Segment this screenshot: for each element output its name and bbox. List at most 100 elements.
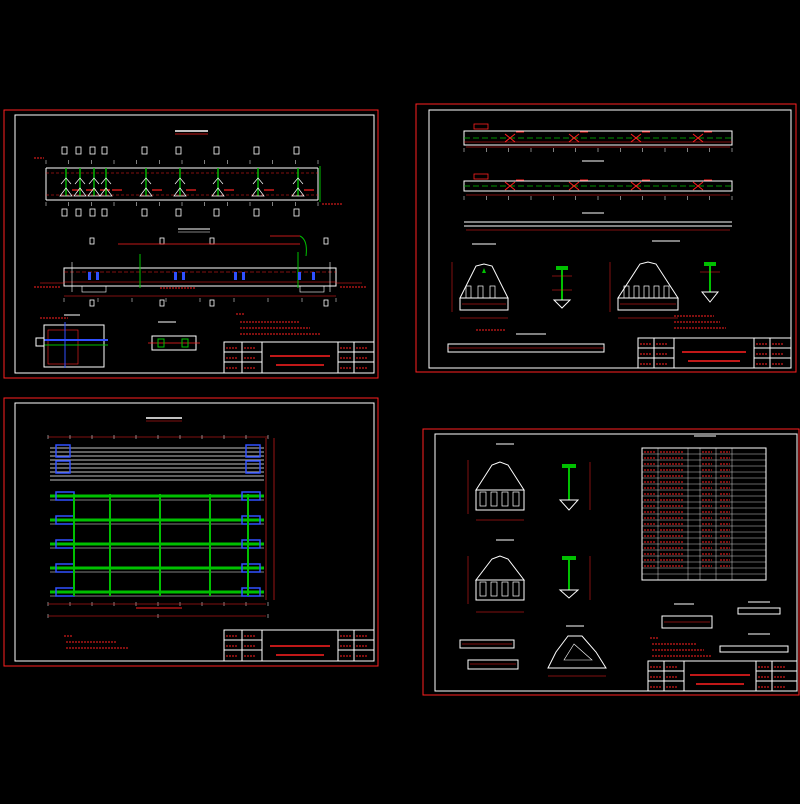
section-tag — [101, 146, 108, 155]
bolt-mark — [96, 272, 99, 280]
hook-head — [252, 177, 264, 185]
strand-cross — [568, 133, 580, 143]
section-tag — [141, 146, 148, 155]
rebar-group — [633, 285, 640, 299]
hook-head — [60, 177, 72, 185]
section-tag — [323, 299, 329, 307]
section-tag — [89, 299, 95, 307]
prestress-layout-3 — [464, 212, 732, 231]
callout-box — [473, 123, 489, 130]
section-tag — [61, 208, 68, 217]
rebar-group — [643, 285, 650, 299]
sheet-3 — [3, 397, 379, 667]
section-tag — [293, 208, 300, 217]
section-tag — [75, 146, 82, 155]
rebar-group — [512, 581, 520, 597]
bearing-plate-detail — [661, 601, 789, 653]
section-tag — [89, 237, 95, 245]
hook-base — [73, 187, 87, 197]
web-section-b — [700, 262, 720, 303]
rebar-group — [479, 491, 487, 507]
prestress-layout-1 — [463, 130, 733, 148]
deck-rebar-plan — [47, 435, 275, 618]
anchorage-strip — [447, 333, 605, 353]
rebar-group — [501, 491, 509, 507]
strand-cross — [504, 133, 516, 143]
section-tag — [75, 208, 82, 217]
notes-block-1 — [40, 313, 320, 335]
strand-cross — [630, 181, 642, 191]
bolt-mark — [182, 272, 185, 280]
hook-base — [59, 187, 73, 197]
section-tag — [89, 146, 96, 155]
anchor-plate-detail — [459, 639, 519, 670]
strand-cross — [630, 133, 642, 143]
section-detail-2 — [467, 539, 526, 613]
bolt-cluster — [241, 539, 261, 549]
hook-base — [211, 187, 225, 197]
section-tag — [101, 208, 108, 217]
section-tag — [89, 208, 96, 217]
section-tag — [61, 146, 68, 155]
material-quantity-table — [641, 435, 767, 581]
sheet-2 — [415, 103, 797, 373]
web-detail-2 — [558, 556, 591, 600]
bolt-mark — [298, 272, 301, 280]
end-section-detail — [547, 625, 607, 677]
cross-section-a — [451, 243, 509, 319]
section-tag — [175, 208, 182, 217]
rebar-group — [465, 285, 472, 299]
hook-base — [139, 187, 153, 197]
sheet-1-inner-frame — [14, 114, 375, 374]
hook-head — [100, 177, 112, 185]
bolt-mark — [174, 272, 177, 280]
rebar-group — [489, 285, 496, 299]
section-detail-1 — [467, 443, 525, 521]
rebar-group — [490, 491, 498, 507]
sheet-3-inner-frame — [14, 402, 375, 662]
sheet-4-inner-frame — [434, 433, 798, 692]
girder-elevation — [34, 228, 366, 302]
hook-base — [87, 187, 101, 197]
rebar-group — [512, 491, 520, 507]
notes-block-2 — [476, 315, 726, 331]
prestress-layout-2 — [463, 160, 733, 196]
rebar-group — [663, 285, 670, 299]
hook-head — [212, 177, 224, 185]
section-tag — [159, 299, 165, 307]
rebar-group — [623, 285, 630, 299]
section-tag — [175, 146, 182, 155]
sheet-2-inner-frame — [428, 109, 792, 369]
section-tag — [141, 208, 148, 217]
bolt-mark — [312, 272, 315, 280]
strand-cross — [692, 133, 704, 143]
rebar-group — [653, 285, 660, 299]
web-section-a — [552, 266, 572, 309]
strand-cross — [692, 181, 704, 191]
rebar-group — [479, 581, 487, 597]
bolt-mark — [234, 272, 237, 280]
notes-block-3 — [64, 635, 128, 649]
callout-box — [473, 173, 489, 180]
bolt-mark — [88, 272, 91, 280]
bolt-mark — [242, 272, 245, 280]
section-tag — [213, 208, 220, 217]
bolt-cluster — [55, 444, 71, 458]
web-detail-1 — [558, 462, 591, 511]
bolt-detail — [148, 321, 200, 351]
bolt-cluster — [55, 460, 71, 474]
bolt-cluster — [241, 515, 261, 525]
hook-base — [251, 187, 265, 197]
bolt-cluster — [241, 587, 261, 597]
girder-elevation-with-hooks — [34, 157, 342, 206]
rebar-group — [477, 285, 484, 299]
title-block-1 — [223, 341, 375, 374]
strand-cross — [568, 181, 580, 191]
rebar-group — [490, 581, 498, 597]
title-block-3 — [223, 629, 375, 662]
hook-head — [174, 177, 186, 185]
section-tag — [253, 146, 260, 155]
title-block-2 — [637, 337, 792, 369]
